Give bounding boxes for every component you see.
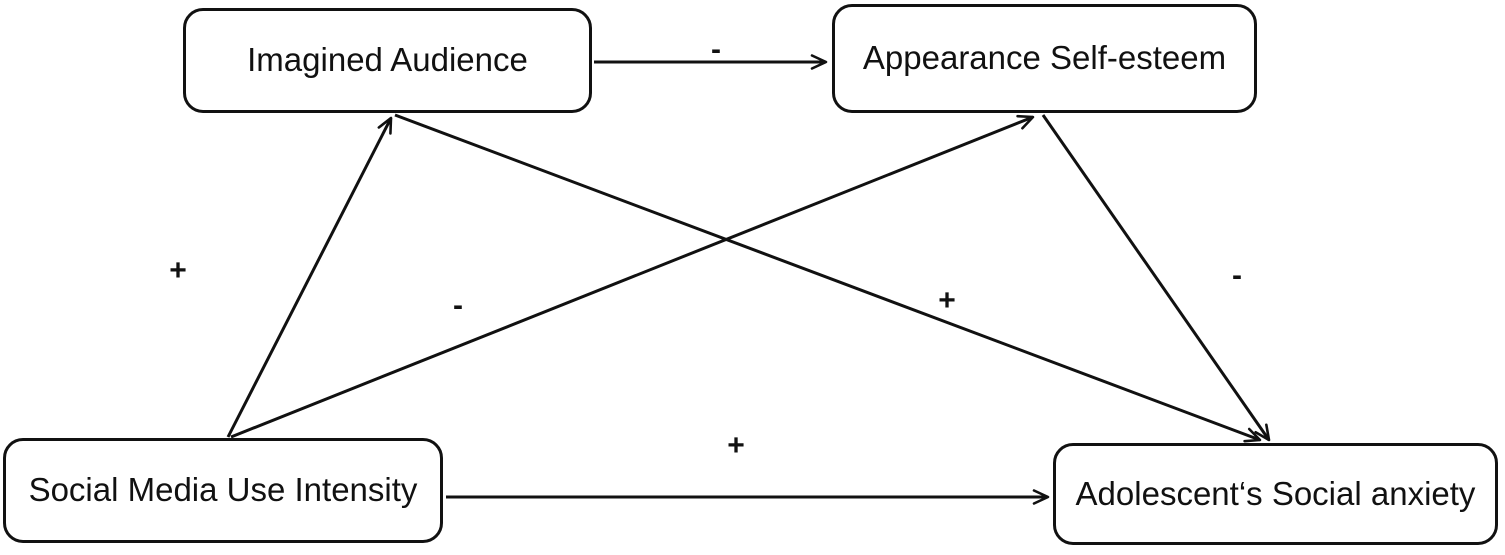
node-appearance-self-esteem-label: Appearance Self-esteem	[862, 39, 1227, 77]
node-social-media-use-intensity: Social Media Use Intensity	[3, 438, 443, 543]
edge-sign-smui-to-imagined: +	[169, 254, 187, 287]
edge-sign-smui-to-anxiety: +	[727, 429, 745, 462]
edge-sign-imagined-to-appearance: -	[711, 33, 721, 66]
node-social-media-use-intensity-label: Social Media Use Intensity	[28, 471, 418, 509]
edge-sign-smui-to-appearance: -	[453, 289, 463, 322]
edge-sign-imagined-to-anxiety: +	[938, 284, 956, 317]
node-appearance-self-esteem: Appearance Self-esteem	[832, 4, 1257, 113]
node-imagined-audience: Imagined Audience	[183, 8, 592, 113]
edge-appearance-to-anxiety-line	[1041, 114, 1271, 442]
node-imagined-audience-label: Imagined Audience	[247, 41, 528, 79]
node-adolescent-social-anxiety: Adolescent‘s Social anxiety	[1053, 443, 1498, 545]
edge-smui-to-appearance-line	[230, 114, 1035, 439]
edge-smui-to-imagined-line	[226, 116, 393, 438]
edge-imagined-to-anxiety-line	[394, 113, 1262, 443]
edge-sign-appearance-to-anxiety: -	[1232, 259, 1242, 292]
node-adolescent-social-anxiety-label: Adolescent‘s Social anxiety	[1075, 474, 1476, 512]
